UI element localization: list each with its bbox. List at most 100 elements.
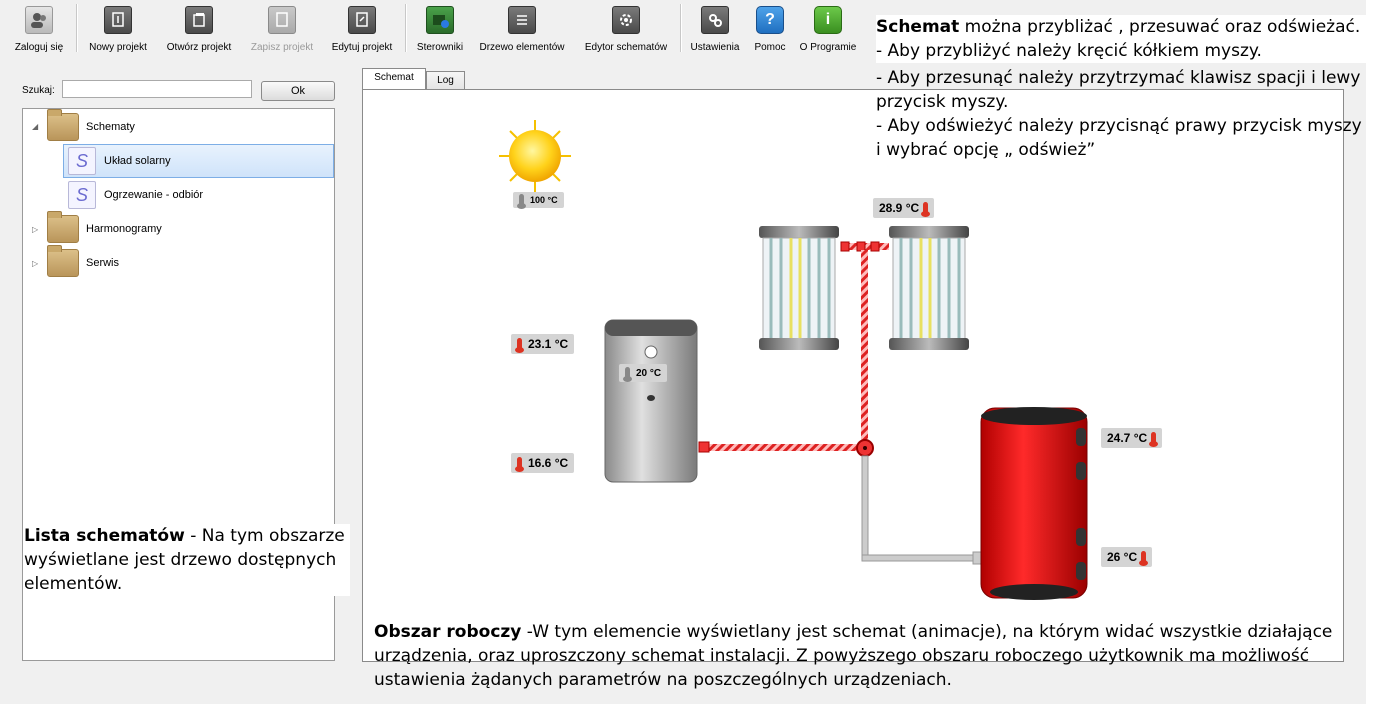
element-tree-button[interactable]: Drzewo elementów <box>474 4 570 54</box>
user-icon <box>25 6 53 34</box>
save-project-button[interactable]: Zapisz projekt <box>246 4 318 54</box>
schema-icon: S <box>68 181 96 209</box>
thermometer-icon <box>623 366 632 382</box>
controllers-icon <box>426 6 454 34</box>
expanded-arrow-icon[interactable]: ◢ <box>32 122 39 131</box>
settings-button[interactable]: Ustawienia <box>686 4 744 54</box>
about-icon: i <box>814 6 842 34</box>
thermometer-icon <box>1149 431 1159 447</box>
thermometer-icon <box>921 201 931 217</box>
solar-collector-right <box>889 226 969 350</box>
edit-project-label: Edytuj projekt <box>331 42 393 53</box>
open-project-icon <box>185 6 213 34</box>
tab-log[interactable]: Log <box>426 71 465 91</box>
folder-icon <box>47 211 79 243</box>
schema-editor-label: Edytor schematów <box>584 42 668 53</box>
search-label: Szukaj: <box>22 85 55 96</box>
schemat-annotation-line: - Aby przybliżyć należy kręcić kółkiem m… <box>876 41 1262 61</box>
temp-sun-value: 100 °C <box>530 195 558 205</box>
schemat-annotation-line: - Aby odświeżyć należy przycisnąć prawy … <box>876 116 1362 160</box>
schema-editor-icon <box>612 6 640 34</box>
lista-annotation-text: - Na tym obszarze wyświetlane jest drzew… <box>24 526 345 594</box>
temp-collector[interactable]: 28.9 °C <box>873 198 935 218</box>
save-project-label: Zapisz projekt <box>250 42 314 53</box>
element-tree-label: Drzewo elementów <box>479 42 565 53</box>
temp-collector-value: 28.9 °C <box>879 201 920 215</box>
obszar-annotation: Obszar roboczy -W tym elemencie wyświetl… <box>374 620 1344 692</box>
thermometer-icon <box>517 193 526 209</box>
settings-icon <box>701 6 729 34</box>
temp-red-top[interactable]: 24.7 °C <box>1101 428 1163 448</box>
schemat-annotation-text: można przybliżać , przesuwać oraz odświe… <box>959 17 1361 37</box>
tree-item-uklad-solarny[interactable]: S Układ solarny <box>63 144 334 178</box>
settings-label: Ustawienia <box>690 42 740 53</box>
edit-project-button[interactable]: Edytuj projekt <box>326 4 398 54</box>
open-project-button[interactable]: Otwórz projekt <box>160 4 238 54</box>
toolbar-separator <box>76 4 78 52</box>
folder-icon <box>47 109 79 141</box>
about-button[interactable]: i O Programie <box>796 4 860 54</box>
temp-tank-mid[interactable]: 20 °C <box>619 364 668 382</box>
storage-tank-red <box>980 407 1088 600</box>
storage-tank-grey <box>604 319 698 483</box>
window-edge <box>1366 0 1376 704</box>
collapsed-arrow-icon[interactable]: ▷ <box>32 225 39 234</box>
tree-folder-schematy[interactable]: Schematy <box>47 109 135 143</box>
lista-annotation: Lista schematów - Na tym obszarze wyświe… <box>24 524 350 596</box>
schema-editor-button[interactable]: Edytor schematów <box>578 4 674 54</box>
new-project-label: Nowy projekt <box>89 42 147 53</box>
tree-folder-label: Serwis <box>86 257 120 269</box>
about-label: O Programie <box>799 42 857 53</box>
help-button[interactable]: ? Pomoc <box>750 4 790 54</box>
schemat-annotation-more: - Aby przesunąć należy przytrzymać klawi… <box>876 66 1368 162</box>
temp-red-bottom[interactable]: 26 °C <box>1101 547 1153 567</box>
tree-item-label: Ogrzewanie - odbiór <box>104 189 204 201</box>
open-project-label: Otwórz projekt <box>166 42 232 53</box>
save-project-icon <box>268 6 296 34</box>
toolbar-separator <box>680 4 682 52</box>
tree-folder-label: Schematy <box>86 121 135 133</box>
tree-folder-serwis[interactable]: Serwis <box>47 245 120 279</box>
temp-red-bottom-value: 26 °C <box>1107 550 1138 564</box>
lista-annotation-title: Lista schematów <box>24 526 185 546</box>
new-project-button[interactable]: Nowy projekt <box>84 4 152 54</box>
element-tree-icon <box>508 6 536 34</box>
temp-tank-top[interactable]: 23.1 °C <box>511 334 575 354</box>
solar-collector-left <box>759 226 839 350</box>
folder-icon <box>47 245 79 277</box>
login-button[interactable]: Zaloguj się <box>8 4 70 54</box>
tree-item-ogrzewanie[interactable]: S Ogrzewanie - odbiór <box>68 179 203 211</box>
edit-project-icon <box>348 6 376 34</box>
search-ok-button[interactable]: Ok <box>261 81 335 101</box>
temp-tank-mid-value: 20 °C <box>636 367 662 379</box>
thermometer-icon <box>515 337 524 353</box>
controllers-label: Sterowniki <box>416 42 464 53</box>
thermometer-icon <box>1139 550 1149 566</box>
toolbar-separator <box>405 4 407 52</box>
new-project-icon <box>104 6 132 34</box>
login-label: Zaloguj się <box>14 42 64 53</box>
schema-icon: S <box>68 147 96 175</box>
search-input[interactable] <box>62 80 252 98</box>
schemat-annotation-title: Schemat <box>876 17 960 37</box>
tree-item-label: Układ solarny <box>104 155 171 167</box>
temp-red-top-value: 24.7 °C <box>1107 431 1148 445</box>
obszar-annotation-title: Obszar roboczy <box>374 622 522 642</box>
controllers-button[interactable]: Sterowniki <box>411 4 469 54</box>
tree-folder-label: Harmonogramy <box>86 223 162 235</box>
temp-sun[interactable]: 100 °C <box>513 192 564 209</box>
schemat-annotation-line: - Aby przesunąć należy przytrzymać klawi… <box>876 68 1361 112</box>
tree-folder-harmonogramy[interactable]: Harmonogramy <box>47 211 162 245</box>
collapsed-arrow-icon[interactable]: ▷ <box>32 259 39 268</box>
temp-tank-bottom[interactable]: 16.6 °C <box>511 453 575 473</box>
work-area: 100 °C 28.9 °C 23.1 °C 20 °C 16.6 °C 24.… <box>362 89 1344 662</box>
help-icon: ? <box>756 6 784 34</box>
schematic-canvas <box>499 120 1088 600</box>
tab-schemat[interactable]: Schemat <box>362 68 426 90</box>
schemat-annotation: Schemat można przybliżać , przesuwać ora… <box>876 15 1368 63</box>
temp-tank-top-value: 23.1 °C <box>528 337 569 351</box>
obszar-annotation-text: -W tym elemencie wyświetlany jest schema… <box>374 622 1333 690</box>
help-label: Pomoc <box>754 42 786 53</box>
sun-icon <box>499 120 571 192</box>
temp-tank-bottom-value: 16.6 °C <box>528 456 569 470</box>
